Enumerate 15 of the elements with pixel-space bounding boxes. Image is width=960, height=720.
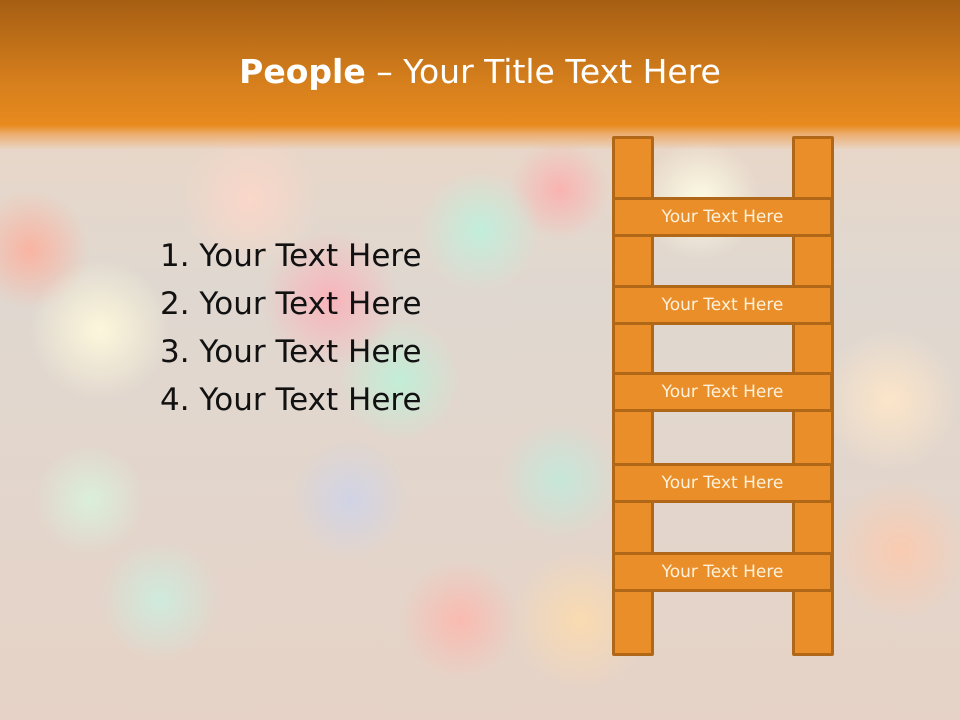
ladder-rung bbox=[612, 552, 833, 592]
rung-text: Your Text Here bbox=[662, 207, 784, 227]
list-item: 3. Your Text Here bbox=[160, 333, 422, 372]
ladder-rung bbox=[612, 197, 833, 237]
rung-text: Your Text Here bbox=[662, 473, 784, 493]
ladder-rung bbox=[612, 463, 833, 503]
rung-text: Your Text Here bbox=[662, 562, 784, 582]
ladder-rung bbox=[612, 285, 833, 325]
slide-title: People – Your Title Text Here bbox=[239, 52, 721, 91]
rung-text: Your Text Here bbox=[662, 295, 784, 315]
list-item: 2. Your Text Here bbox=[160, 285, 422, 324]
rung-text: Your Text Here bbox=[662, 382, 784, 402]
ladder-rung bbox=[612, 372, 833, 412]
list-item: 1. Your Text Here bbox=[160, 237, 422, 276]
list-item: 4. Your Text Here bbox=[160, 381, 422, 420]
